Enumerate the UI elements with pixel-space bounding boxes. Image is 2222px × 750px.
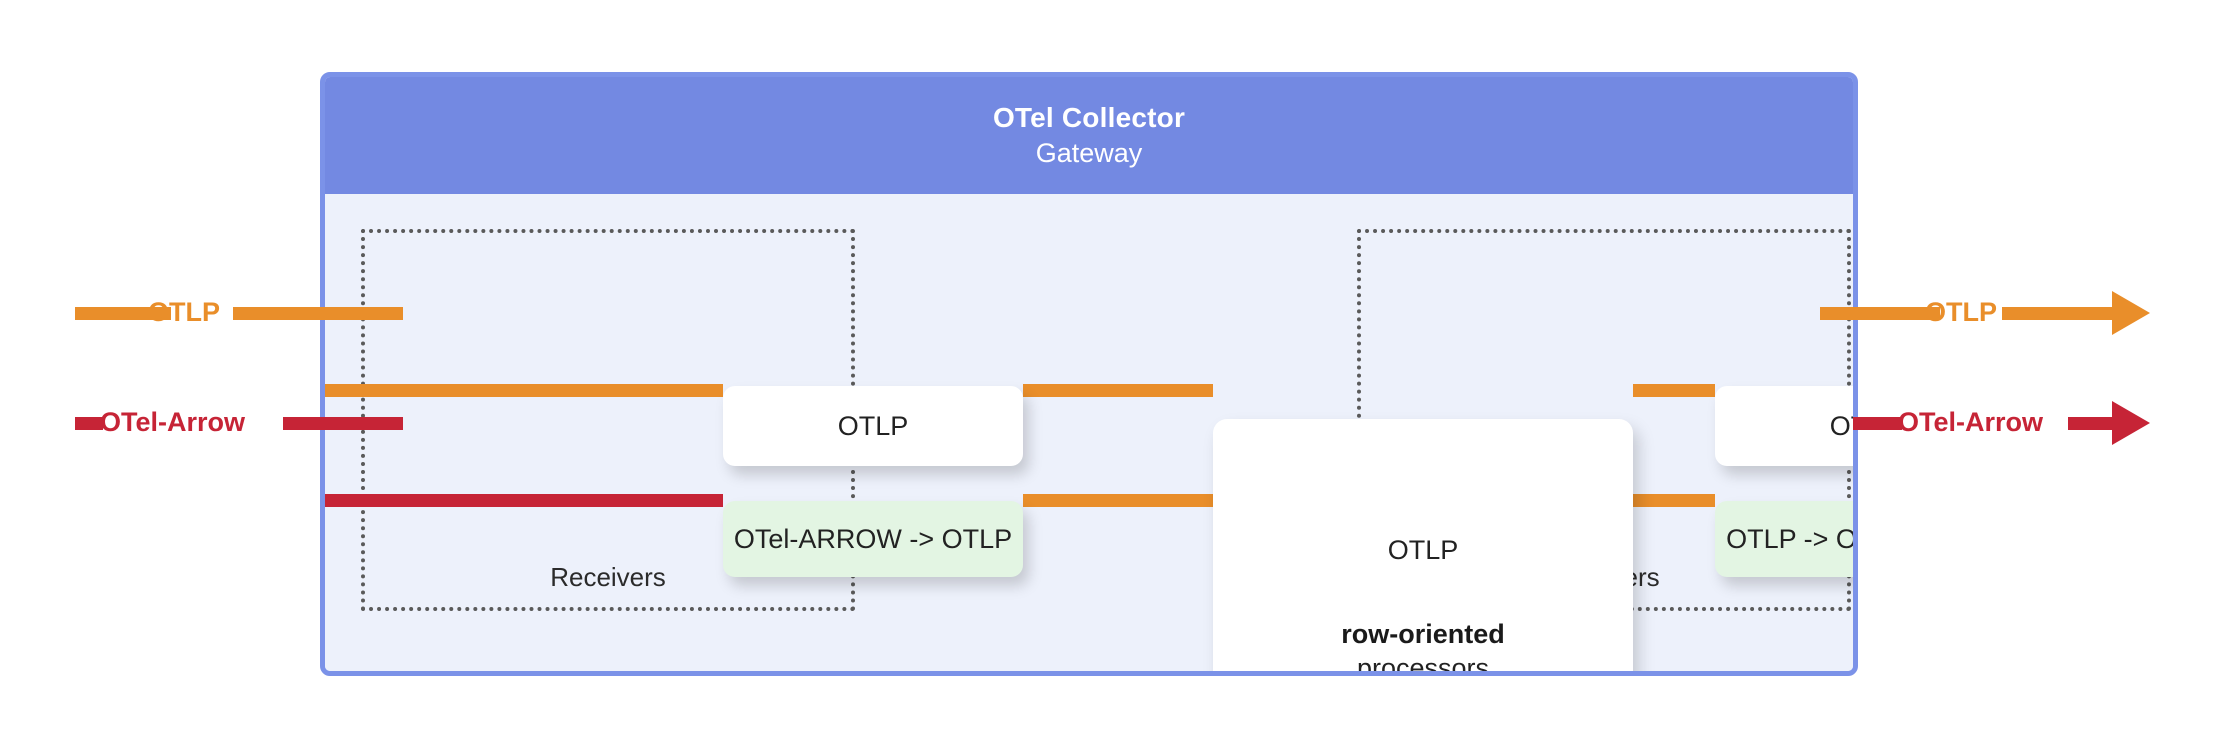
- processors-label: processors: [1356, 652, 1490, 676]
- inbound-otlp-stub: [325, 384, 723, 397]
- outbound-otlp-label: OTLP: [1925, 297, 1997, 327]
- page-title: OTel Collector: [992, 102, 1186, 134]
- outbound-otlp-line-left: [1820, 307, 1940, 320]
- outbound-arrow-line-right: [2068, 417, 2118, 430]
- proc-to-exp-arrow-line: [1633, 494, 1715, 507]
- processors-node[interactable]: OTLP row-oriented processors: [1213, 419, 1633, 676]
- recv-arrow-to-proc-line: [1023, 494, 1213, 507]
- inbound-otlp-line-right: [233, 307, 403, 320]
- collector-subtitle: Gateway: [1035, 138, 1143, 169]
- outbound-arrow-arrowhead: [2112, 401, 2150, 445]
- recv-otlp-to-proc-line: [1023, 384, 1213, 397]
- proc-to-exp-otlp-line: [1633, 384, 1715, 397]
- inbound-arrow-line-left: [75, 417, 103, 430]
- outbound-otlp-line-right: [2002, 307, 2118, 320]
- otel-collector-container: OTel Collector Gateway Receivers Exporte…: [320, 72, 1858, 676]
- inbound-arrow-line-right: [283, 417, 403, 430]
- receiver-otlp-node[interactable]: OTLP: [723, 386, 1023, 466]
- receivers-group-label: Receivers: [550, 562, 666, 592]
- outbound-otlp-arrowhead: [2112, 291, 2150, 335]
- processors-emphasis-label: row-oriented: [1341, 618, 1505, 649]
- inbound-otlp-label: OTLP: [148, 297, 220, 327]
- collector-header: OTel Collector Gateway: [325, 77, 1853, 194]
- collector-body: Receivers Exporters OTLP OTel-ARROW -> O…: [325, 194, 1853, 671]
- exporter-otel-arrow-node[interactable]: OTLP -> OTel-ARROW: [1715, 501, 1853, 577]
- inbound-arrow-stub: [325, 494, 723, 507]
- processors-protocol-label: OTLP: [1387, 534, 1459, 565]
- outbound-arrow-label: OTel-Arrow: [1898, 407, 2044, 437]
- inbound-otlp-line-left: [75, 307, 171, 320]
- exporter-otlp-node[interactable]: OTLP: [1715, 386, 1853, 466]
- inbound-arrow-label: OTel-Arrow: [100, 407, 246, 437]
- receiver-otel-arrow-node[interactable]: OTel-ARROW -> OTLP: [723, 501, 1023, 577]
